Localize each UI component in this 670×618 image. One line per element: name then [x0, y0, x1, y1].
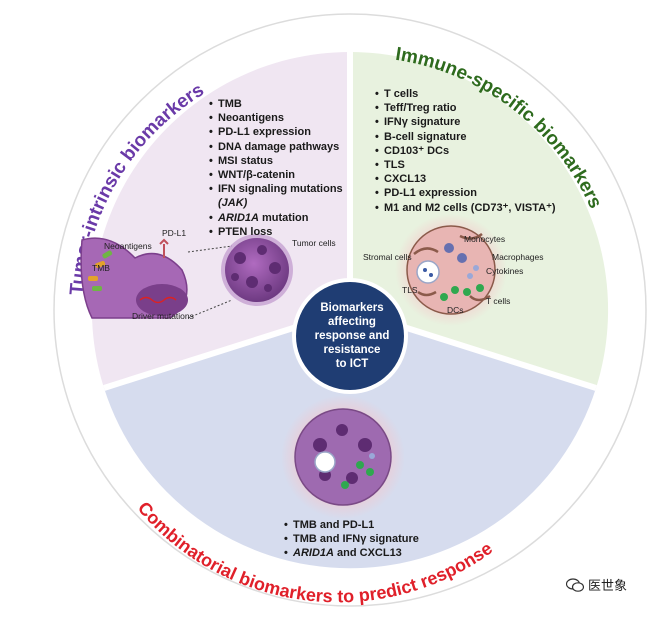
list-item: CXCL13	[375, 172, 556, 186]
label-t-cells: T cells	[486, 296, 511, 306]
list-item: ARID1A mutation	[209, 211, 343, 225]
neoantigen-icon	[95, 250, 113, 268]
center-line-1: Biomarkers	[320, 302, 384, 314]
list-item: TLS	[375, 158, 556, 172]
list-item: TMB and IFNγ signature	[284, 532, 419, 546]
watermark-text: 医世象	[588, 579, 628, 594]
label-macrophages: Macrophages	[492, 252, 544, 262]
immune-specific-list: T cellsTeff/Treg ratioIFNγ signatureB-ce…	[374, 87, 556, 215]
list-item: WNT/β-catenin	[209, 168, 343, 182]
list-item: IFN signaling mutations	[209, 182, 343, 196]
label-pdl1: PD-L1	[162, 228, 187, 238]
label-monocytes: Monocytes	[464, 234, 506, 244]
label-neoantigens: Neoantigens	[104, 241, 152, 251]
list-item: B-cell signature	[375, 130, 556, 144]
driver-mutation-icon	[139, 296, 177, 304]
list-item: PTEN loss	[209, 225, 343, 239]
list-item: MSI status	[209, 154, 343, 168]
center-line-5: to ICT	[335, 358, 369, 370]
tumor-cell-illustration	[80, 237, 188, 319]
label-tmb: TMB	[92, 263, 110, 273]
list-item: ARID1A and CXCL13	[284, 546, 419, 560]
label-stromal-cells: Stromal cells	[363, 252, 412, 262]
list-item: Teff/Treg ratio	[375, 101, 556, 115]
label-tls: TLS	[402, 285, 418, 295]
list-item: TMB and PD-L1	[284, 518, 419, 532]
center-title: Biomarkers affecting response and resist…	[302, 301, 402, 371]
label-driver-mutations: Driver mutations	[132, 311, 194, 321]
list-item: Neoantigens	[209, 111, 343, 125]
label-cytokines: Cytokines	[486, 266, 524, 276]
list-item: IFNγ signature	[375, 115, 556, 129]
list-item: M1 and M2 cells (CD73⁺, VISTA⁺)	[375, 201, 556, 215]
center-disc	[296, 282, 404, 390]
list-item: TMB	[209, 97, 343, 111]
list-item: (JAK)	[218, 197, 248, 210]
list-item: DNA damage pathways	[209, 140, 343, 154]
tumor-cell-cluster	[221, 234, 293, 306]
pdl1-receptor-icon	[159, 238, 169, 258]
connector-top	[187, 245, 233, 253]
label-tumor-cells: Tumor cells	[292, 238, 336, 248]
list-item: PD-L1 expression	[375, 186, 556, 200]
list-item: CD103⁺ DCs	[375, 144, 556, 158]
tmb-icon	[88, 276, 102, 291]
center-line-4: resistance	[323, 344, 381, 356]
wechat-icon	[566, 577, 584, 592]
combinatorial-cluster	[281, 395, 405, 519]
label-dcs: DCs	[447, 305, 464, 315]
tumor-intrinsic-list: TMBNeoantigensPD-L1 expressionDNA damage…	[208, 97, 343, 239]
list-item: PD-L1 expression	[209, 125, 343, 139]
immune-microenvironment	[395, 214, 507, 326]
center-line-2: affecting	[328, 316, 376, 328]
list-item: T cells	[375, 87, 556, 101]
center-line-3: response and	[314, 330, 390, 342]
watermark: 医世象	[566, 575, 627, 594]
